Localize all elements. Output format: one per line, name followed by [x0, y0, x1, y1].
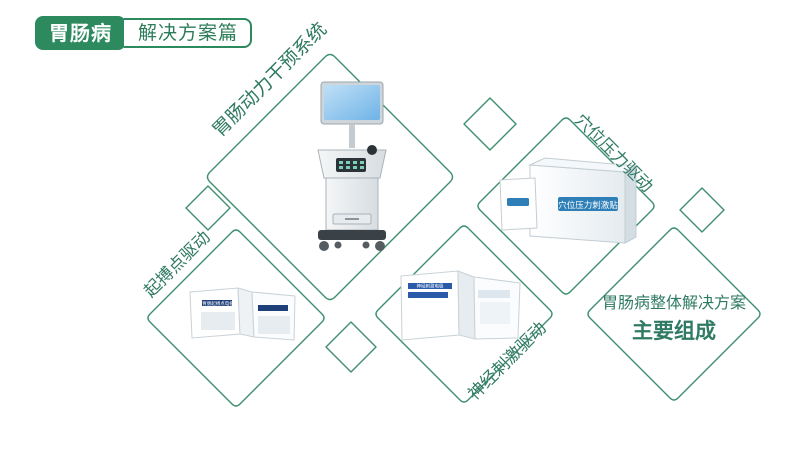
pacemaker-product-text: 胃肠起搏点电极	[202, 300, 234, 307]
tile-nerve-frame	[375, 225, 553, 403]
acupressure-product-text: 穴位压力刺激贴	[558, 200, 618, 211]
tile-pacemaker-frame	[147, 229, 325, 407]
tile-gi-dynamic-system-frame	[206, 53, 454, 301]
cart-device-image	[317, 81, 387, 251]
header-main-title: 胃肠病	[35, 16, 126, 50]
tile-summary-frame	[587, 227, 761, 401]
summary-line1: 胃肠病整体解决方案	[602, 293, 746, 312]
nerve-product-text: 神经刺激电极	[417, 283, 444, 290]
gi-dynamic-system-label: 胃肠动力干预系统	[208, 18, 331, 141]
header-sub-title: 解决方案篇	[124, 18, 253, 48]
decor-diamond-small	[185, 185, 231, 231]
section-header: 胃肠病 解决方案篇	[35, 16, 253, 50]
tile-acupressure-frame	[477, 117, 655, 295]
decor-diamond-small	[463, 97, 517, 151]
summary-line2: 主要组成	[632, 319, 716, 343]
pacemaker-product-image: 胃肠起搏点电极	[189, 287, 296, 341]
nerve-product-image: 神经刺激电极	[400, 270, 521, 341]
decor-diamond-small	[325, 321, 377, 373]
acupressure-product-image: 穴位压力刺激贴	[499, 157, 638, 244]
decor-diamond-small	[679, 187, 725, 233]
